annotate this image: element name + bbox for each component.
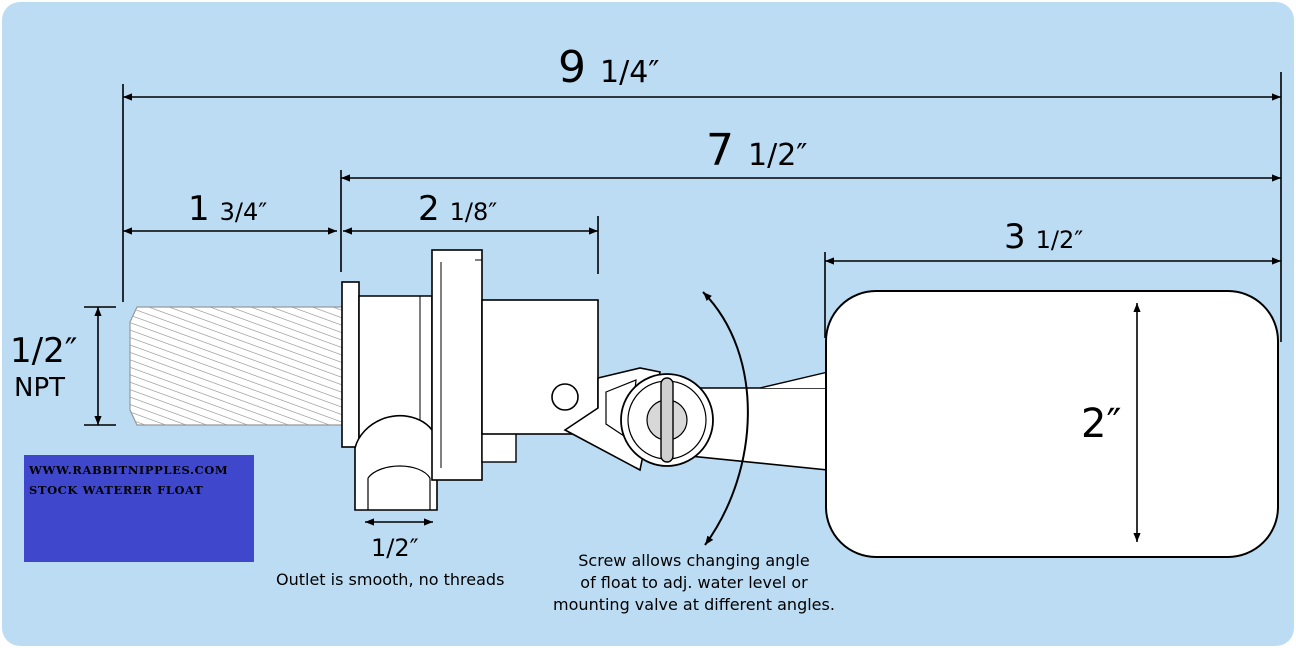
- outlet-tube: [354, 415, 438, 511]
- note-screw-line3: mounting valve at different angles.: [553, 595, 835, 614]
- flange-washer: [341, 281, 360, 448]
- dim-label-thread-size: 1/2″: [10, 331, 77, 371]
- threaded-nipple: [129, 306, 344, 426]
- arm-housing: [481, 299, 599, 435]
- brand-box: [24, 455, 254, 562]
- brand-line1: WWW.RABBITNIPPLES.COM: [28, 463, 228, 477]
- float: [825, 290, 1279, 558]
- pivot-pin: [551, 383, 579, 411]
- rotation-arrow: [702, 291, 749, 546]
- note-screw-line2: of float to adj. water level or: [580, 573, 808, 592]
- dim-label-float-height: 2″: [1081, 401, 1121, 447]
- note-outlet: Outlet is smooth, no threads: [276, 570, 504, 589]
- dim-label-outlet-size: 1/2″: [371, 534, 419, 562]
- brand-line2: STOCK WATERER FLOAT: [29, 483, 203, 497]
- note-screw-line1: Screw allows changing angle: [578, 551, 809, 570]
- dim-label-thread-type: NPT: [14, 373, 65, 403]
- valve-plate: [431, 249, 483, 481]
